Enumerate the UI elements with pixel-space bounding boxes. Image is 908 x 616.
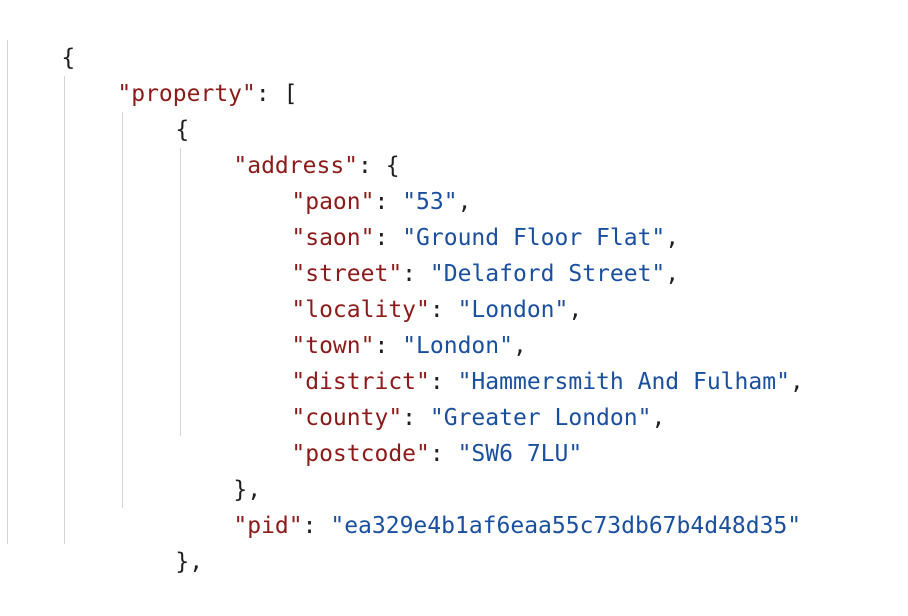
address-close-brace: }, [233,477,262,503]
field-value: "London" [402,333,513,359]
field-key: "saon" [291,225,375,251]
indent-guide-level-3 [122,112,123,508]
field-key: "town" [291,333,375,359]
item-open-brace: { [175,117,190,143]
field-value: "53" [402,189,458,215]
field-value: "Delaford Street" [429,261,666,287]
item-close-brace: }, [175,549,204,575]
pid-key: "pid" [233,513,303,539]
json-line-field: "paon": "53", [291,189,472,215]
field-key: "locality" [291,297,430,323]
property-key: "property" [117,81,256,107]
root-open-brace: { [61,45,76,71]
field-key: "postcode" [291,441,430,467]
indent-guide-level-4 [180,148,181,436]
json-line-field: "district": "Hammersmith And Fulham", [291,369,804,395]
address-open-brace: : { [358,153,400,179]
json-line-field: "county": "Greater London", [291,405,666,431]
json-line-item-close: }, [120,508,203,575]
address-key: "address" [233,153,359,179]
field-value: "Hammersmith And Fulham" [457,369,790,395]
json-line-root-open: { [6,4,75,71]
field-value: "Ground Floor Flat" [402,225,666,251]
pid-value: "ea329e4b1af6eaa55c73db67b4d48d35" [330,513,802,539]
indent-guide-level-2 [64,76,65,544]
field-value: "London" [457,297,569,323]
field-key: "street" [291,261,403,287]
field-key: "county" [291,405,403,431]
json-line-address: "address": { [178,112,399,179]
field-key: "paon" [291,189,375,215]
field-key: "district" [291,369,430,395]
json-line-field: "locality": "London", [291,297,583,323]
json-viewer: { "property": [ { "address": { "paon": "… [6,4,804,575]
json-line-item-open: { [120,76,189,143]
field-value: "SW6 7LU" [457,441,583,467]
json-line-field: "postcode": "SW6 7LU" [291,441,583,467]
json-line-field: "town": "London", [291,333,527,359]
json-line-field: "saon": "Ground Floor Flat", [291,225,680,251]
indent-guide-level-1 [7,40,8,544]
json-line-field: "street": "Delaford Street", [291,261,680,287]
json-line-property: "property": [ [62,40,297,107]
json-line-pid: "pid": "ea329e4b1af6eaa55c73db67b4d48d35… [233,513,802,539]
field-value: "Greater London" [429,405,652,431]
property-open-bracket: : [ [255,81,298,107]
json-line-address-close: }, [178,436,261,503]
